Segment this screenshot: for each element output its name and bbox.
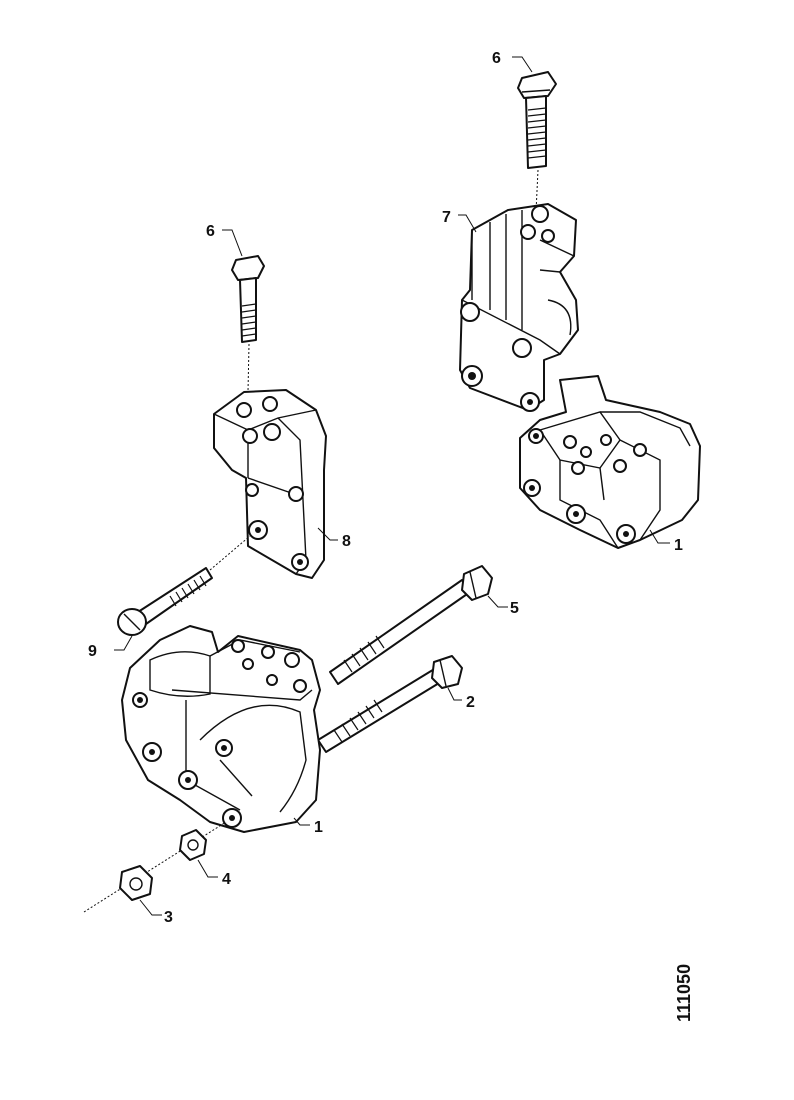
callout-3: 3	[164, 909, 173, 926]
callout-leaders	[114, 56, 670, 916]
nut-3	[119, 865, 153, 901]
callout-7: 7	[442, 209, 451, 226]
callout-2: 2	[466, 694, 475, 711]
bolt-6-upper	[517, 71, 557, 169]
bracket-7	[459, 203, 579, 412]
engine-mount-1-upper	[519, 375, 701, 549]
engine-mount-1-lower	[121, 625, 321, 833]
callout-5: 5	[510, 600, 519, 617]
callout-1-upper: 1	[674, 537, 683, 554]
bolt-2	[317, 655, 463, 753]
bracket-8	[213, 389, 327, 579]
callout-4: 4	[222, 871, 231, 888]
callout-8: 8	[342, 533, 351, 550]
callout-1-lower: 1	[314, 819, 323, 836]
figure-reference-number: 111050	[674, 964, 694, 1022]
nut-4	[179, 829, 207, 861]
callout-6-upper: 6	[492, 50, 501, 67]
callout-9: 9	[88, 643, 97, 660]
callout-6-left: 6	[206, 223, 215, 240]
bolt-5	[329, 565, 493, 685]
bolt-9	[117, 567, 213, 636]
bolt-6-left	[231, 255, 265, 343]
